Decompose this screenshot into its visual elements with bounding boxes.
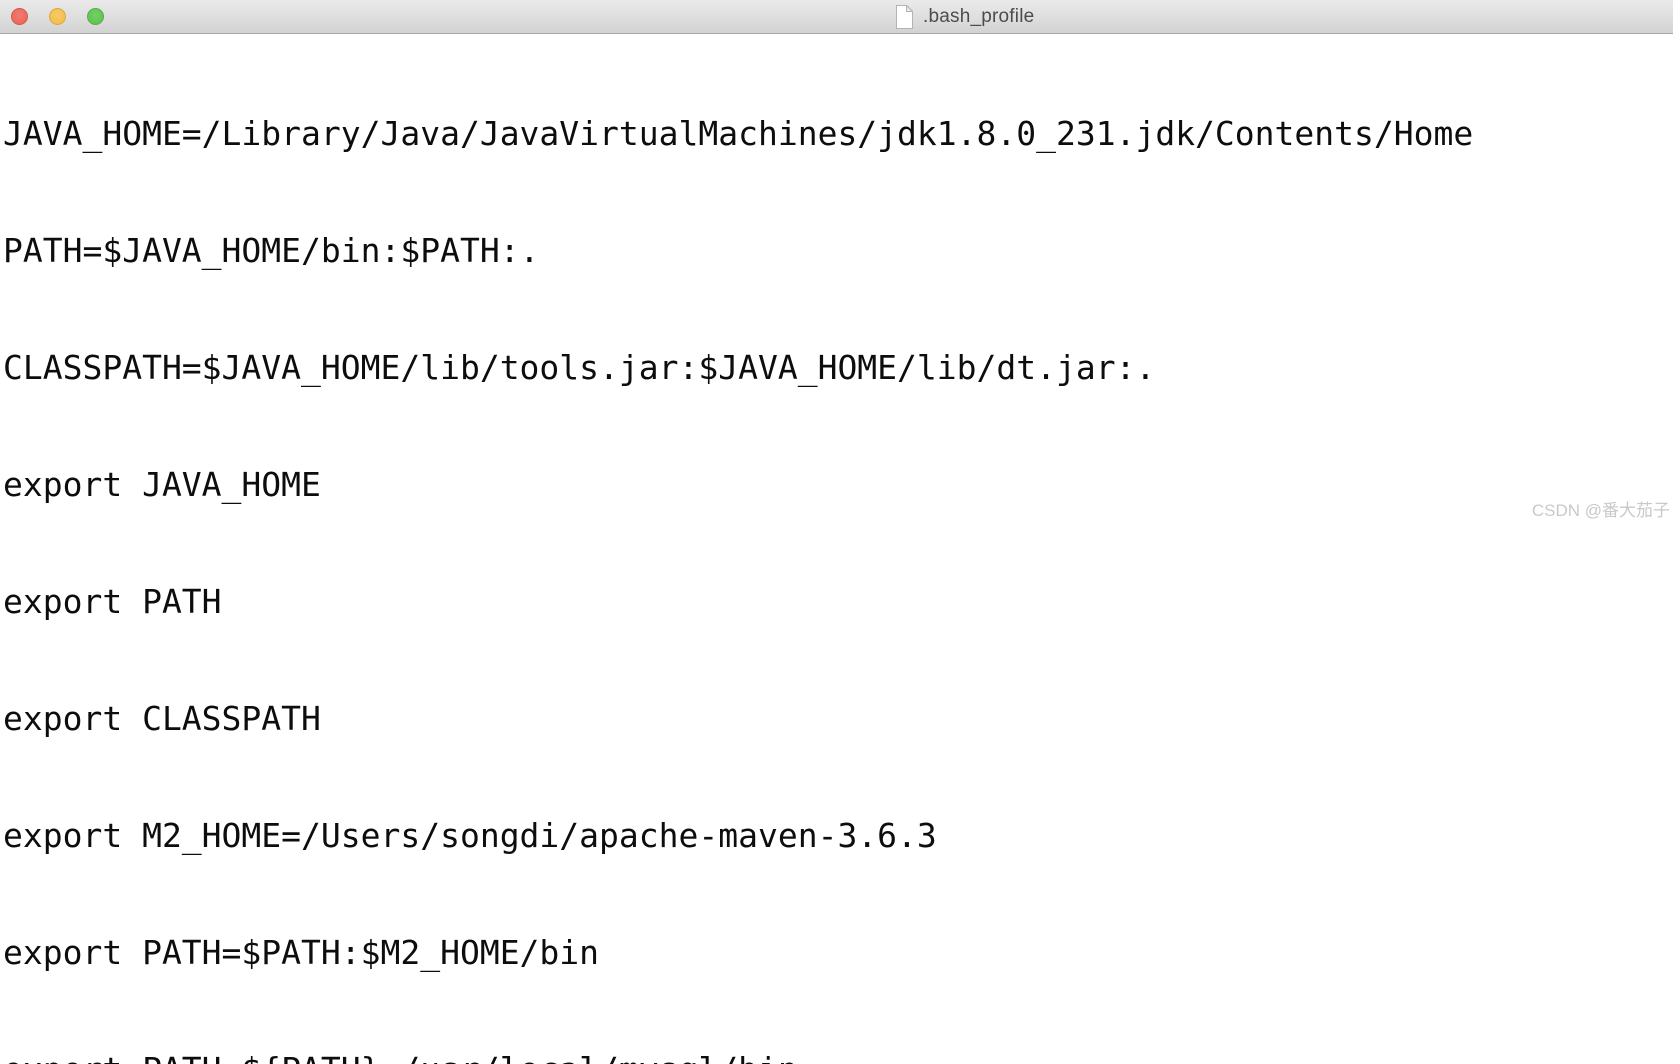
code-line: PATH=$JAVA_HOME/bin:$PATH:. <box>3 231 540 270</box>
code-line: export CLASSPATH <box>3 699 321 738</box>
code-line: export M2_HOME=/Users/songdi/apache-mave… <box>3 816 937 855</box>
window-titlebar: .bash_profile <box>0 0 1673 34</box>
traffic-lights <box>11 8 104 25</box>
code-line: JAVA_HOME=/Library/Java/JavaVirtualMachi… <box>3 114 1474 153</box>
minimize-button[interactable] <box>49 8 66 25</box>
document-icon <box>894 4 915 30</box>
title-group: .bash_profile <box>894 0 1034 33</box>
window-title: .bash_profile <box>923 5 1035 27</box>
csdn-watermark: CSDN @番大茄子 <box>1531 501 1670 520</box>
editor-content[interactable]: JAVA_HOME=/Library/Java/JavaVirtualMachi… <box>3 36 1680 1064</box>
close-button[interactable] <box>11 8 28 25</box>
code-line: export PATH=${PATH}:/usr/local/mysql/bin <box>3 1050 1680 1064</box>
zoom-button[interactable] <box>87 8 104 25</box>
code-line: CLASSPATH=$JAVA_HOME/lib/tools.jar:$JAVA… <box>3 348 1156 387</box>
code-line: export JAVA_HOME <box>3 465 321 504</box>
code-line: export PATH=$PATH:$M2_HOME/bin <box>3 933 600 972</box>
code-line: export PATH <box>3 582 222 621</box>
